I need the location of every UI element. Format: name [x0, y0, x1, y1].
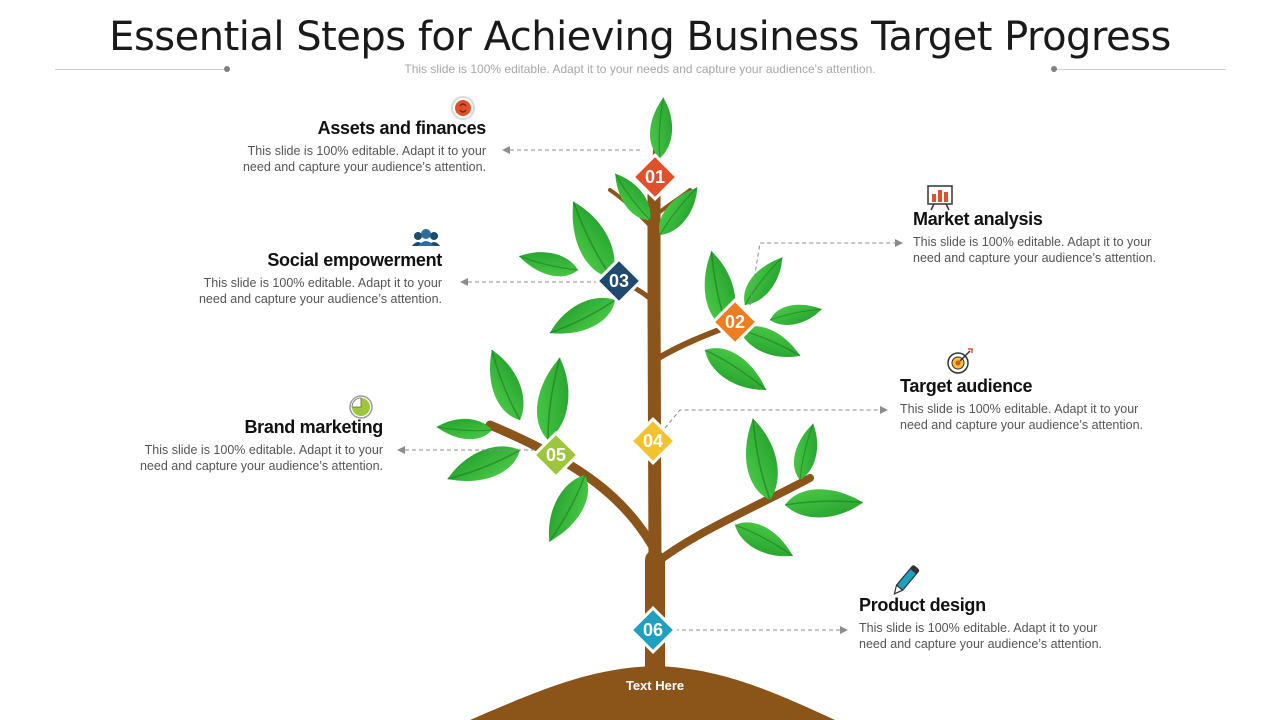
target-icon	[947, 348, 973, 374]
step-03-text: Social empowerment This slide is 100% ed…	[156, 250, 442, 307]
header-divider-right	[1056, 69, 1226, 70]
step-03-title: Social empowerment	[267, 250, 442, 270]
step-01-description: This slide is 100% editable. Adapt it to…	[242, 144, 486, 174]
people-group-icon	[412, 229, 440, 246]
step-03-number: 03	[609, 271, 629, 291]
step-01-title: Assets and finances	[317, 118, 487, 138]
step-02-number: 02	[725, 312, 745, 332]
step-06-description: This slide is 100% editable. Adapt it to…	[859, 621, 1103, 651]
ground-label: Text Here	[625, 678, 685, 693]
step-06-text: Product design This slide is 100% editab…	[859, 595, 1149, 652]
pie-clock-icon	[349, 395, 373, 419]
header-divider-left	[55, 69, 225, 70]
step-06-number: 06	[643, 620, 663, 640]
step-04-description: This slide is 100% editable. Adapt it to…	[900, 402, 1144, 432]
money-bag-icon	[451, 96, 475, 120]
step-02-diamond: 02	[710, 297, 760, 347]
step-03-diamond: 03	[594, 256, 644, 306]
step-05-title: Brand marketing	[244, 417, 383, 437]
step-05-diamond: 05	[531, 430, 581, 480]
step-05-number: 05	[546, 445, 566, 465]
step-02-text: Market analysis This slide is 100% edita…	[913, 209, 1203, 266]
step-01-text: Assets and finances This slide is 100% e…	[200, 118, 486, 175]
chart-board-icon	[927, 185, 953, 211]
step-02-title: Market analysis	[913, 209, 1043, 229]
step-04-text: Target audience This slide is 100% edita…	[900, 376, 1190, 433]
step-05-text: Brand marketing This slide is 100% edita…	[97, 417, 383, 474]
step-04-diamond: 04	[628, 416, 678, 466]
page-subtitle: This slide is 100% editable. Adapt it to…	[404, 62, 876, 76]
step-06-diamond: 06	[628, 605, 678, 655]
connector-arrows	[397, 146, 903, 634]
step-05-description: This slide is 100% editable. Adapt it to…	[139, 443, 383, 473]
step-06-title: Product design	[859, 595, 986, 615]
header-divider-left-dot	[224, 66, 230, 72]
step-04-title: Target audience	[900, 376, 1033, 396]
connector-lines	[405, 149, 895, 631]
step-04-number: 04	[643, 431, 663, 451]
step-03-description: This slide is 100% editable. Adapt it to…	[198, 276, 442, 306]
pen-tool-icon	[893, 565, 920, 595]
page-title: Essential Steps for Achieving Business T…	[109, 14, 1171, 60]
step-01-diamond: 01	[630, 152, 680, 202]
step-02-description: This slide is 100% editable. Adapt it to…	[913, 235, 1157, 265]
step-01-number: 01	[645, 167, 665, 187]
header-divider-right-dot	[1051, 66, 1057, 72]
ground-mound	[470, 666, 835, 720]
